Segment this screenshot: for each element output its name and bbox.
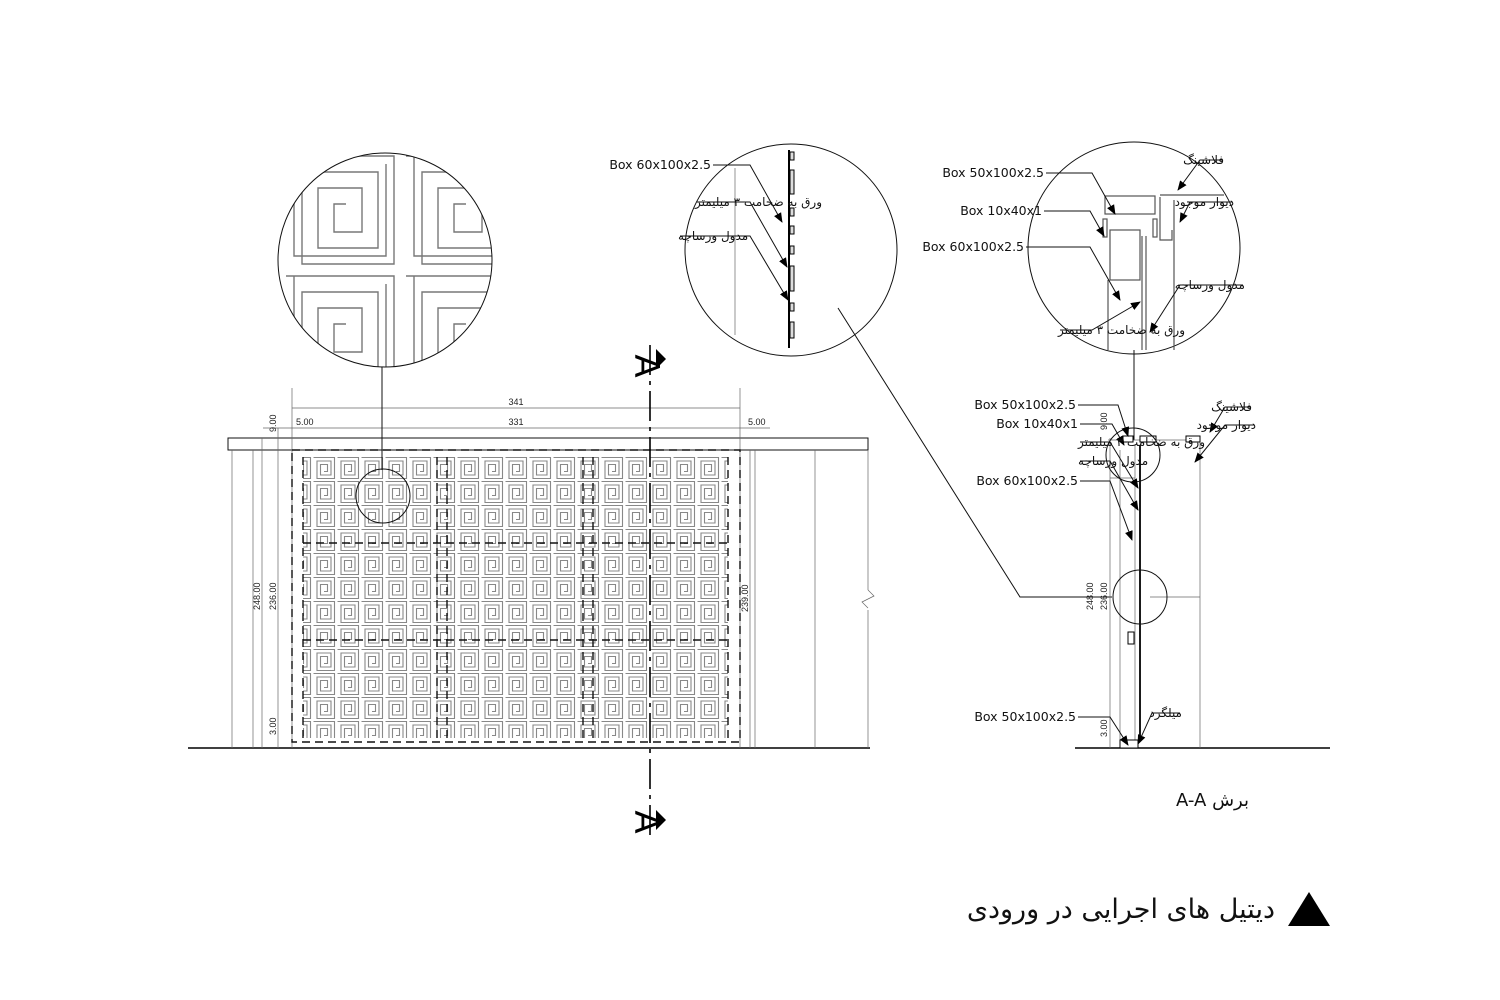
label-flashing: فلاشینگ [1211, 400, 1252, 414]
dim-top-cap: 9.00 [268, 414, 278, 432]
label-box-60x100: Box 60x100x2.5 [976, 473, 1078, 488]
entrance-elevation: 341 331 5.00 5.00 9.00 248.00 236.00 239… [188, 345, 875, 840]
label-sheet-3mm: ورق به ضخامت ۳ میلیمتر [1057, 323, 1185, 338]
dim-total-height: 248.00 [252, 582, 262, 610]
dim-bottom: 3.00 [268, 717, 278, 735]
drawing-caption: دیتیل های اجرایی در ورودی [967, 894, 1275, 925]
caption-triangle-icon [1288, 892, 1330, 926]
label-versace-module: مدول ورساچه [1175, 278, 1245, 293]
label-sheet-3mm: ورق به ضخامت ۳ میلیمتر [694, 195, 822, 210]
dim-bottom: 3.00 [1099, 719, 1109, 737]
label-flashing: فلاشینگ [1183, 153, 1224, 167]
frame-outline [291, 449, 741, 743]
section-arrow-top-icon [656, 349, 666, 369]
label-box-50x100: Box 50x100x2.5 [942, 165, 1044, 180]
pattern-detail [277, 152, 493, 368]
top-connection-detail: Box 50x100x2.5 Box 10x40x1 Box 60x100x2.… [922, 141, 1245, 440]
dim-right-height: 239.00 [740, 584, 750, 612]
dim-side-left: 5.00 [296, 417, 314, 427]
dim-inner-width: 331 [508, 417, 523, 427]
section-a-a: Box 50x100x2.5 Box 10x40x1 ورق به ضخامت … [974, 397, 1330, 811]
label-existing-wall: دیوار موجود [1197, 418, 1256, 433]
pattern-callout-circle [355, 468, 411, 524]
top-cap [227, 437, 869, 451]
dim-total-height: 248.00 [1085, 582, 1095, 610]
label-box-10x40: Box 10x40x1 [960, 203, 1042, 218]
label-bottom-box: Box 50x100x2.5 [974, 709, 1076, 724]
dim-panel-height: 236.00 [1099, 582, 1109, 610]
facade-detail: Box 60x100x2.5 ورق به ضخامت ۳ میلیمتر مد… [609, 143, 1112, 598]
panel-frame-grid [302, 457, 729, 738]
wall-lines [231, 388, 875, 748]
label-versace-module: مدول ورساچه [1078, 454, 1148, 469]
label-box-60x100: Box 60x100x2.5 [922, 239, 1024, 254]
dim-panel-height: 236.00 [268, 582, 278, 610]
label-rebar: میلگرد [1149, 706, 1182, 721]
section-arrow-bottom-icon [656, 810, 666, 830]
dim-top: 9.00 [1099, 412, 1109, 430]
label-existing-wall: دیوار موجود [1175, 195, 1234, 210]
section-title: برش A-A [1176, 790, 1249, 811]
dim-side-right: 5.00 [748, 417, 766, 427]
label-box-50x100: Box 50x100x2.5 [974, 397, 1076, 412]
label-versace-module: مدول ورساچه [678, 229, 748, 244]
versace-panel-pattern [303, 457, 728, 738]
label-box-10x40: Box 10x40x1 [996, 416, 1078, 431]
dim-overall-width: 341 [508, 397, 523, 407]
label-sheet-3mm: ورق به ضخامت ۳ میلیمتر [1077, 435, 1205, 450]
label-box-60x100: Box 60x100x2.5 [609, 157, 711, 172]
